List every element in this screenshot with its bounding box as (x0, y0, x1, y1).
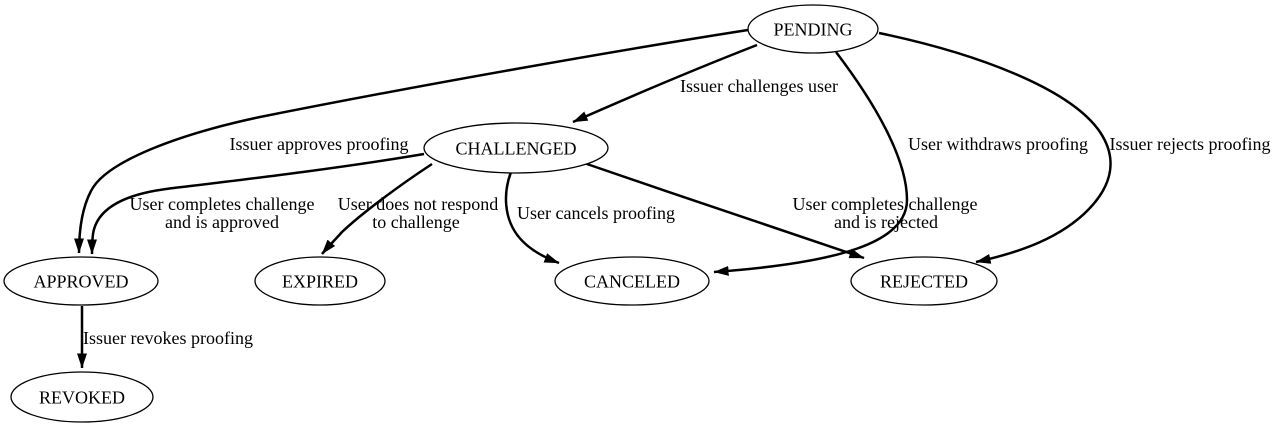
node-challenged-label: CHALLENGED (456, 139, 577, 159)
edge-pending-challenged (572, 43, 758, 124)
edge-label-approves: Issuer approves proofing (230, 134, 409, 154)
node-approved-label: APPROVED (33, 272, 128, 292)
node-expired-ellipse (254, 256, 386, 306)
edge-label-completes-approved-line1: User completes challenge (130, 194, 315, 214)
edge-label-completes-rejected-line1: User completes challenge (793, 194, 978, 214)
node-pending-label: PENDING (774, 20, 853, 40)
edges (74, 28, 1112, 369)
node-rejected-ellipse (850, 256, 998, 306)
edge-challenged-rejected (583, 161, 865, 260)
node-expired: EXPIRED (254, 256, 386, 306)
edge-pending-canceled (713, 51, 909, 276)
node-revoked: REVOKED (10, 371, 154, 423)
node-canceled-label: CANCELED (584, 272, 680, 292)
edge-label-no-response-line2: to challenge (372, 212, 459, 232)
edge-challenged-canceled (504, 171, 560, 265)
edge-label-revokes: Issuer revokes proofing (83, 328, 253, 348)
edge-challenged-approved (87, 152, 425, 255)
node-revoked-ellipse (10, 371, 154, 423)
edge-label-no-response-line1: User does not respond (338, 194, 498, 214)
edge-pending-rejected (878, 31, 1112, 264)
edge-label-completes-approved-line2: and is approved (165, 212, 279, 232)
node-challenged: CHALLENGED (423, 122, 609, 174)
node-approved-ellipse (3, 256, 159, 306)
node-expired-label: EXPIRED (282, 272, 358, 292)
edge-label-rejects: Issuer rejects proofing (1110, 134, 1271, 154)
edge-challenged-expired (321, 162, 433, 255)
edge-label-cancels: User cancels proofing (517, 203, 675, 223)
node-canceled-ellipse (554, 256, 710, 306)
edge-label-challenges: Issuer challenges user (680, 76, 838, 96)
nodes: PENDING CHALLENGED APPROVED EXPIRED CANC… (3, 4, 998, 423)
node-rejected: REJECTED (850, 256, 998, 306)
node-canceled: CANCELED (554, 256, 710, 306)
node-pending-ellipse (747, 4, 879, 54)
node-rejected-label: REJECTED (880, 272, 968, 292)
edge-pending-approved (74, 28, 749, 254)
edge-label-withdraws: User withdraws proofing (908, 134, 1088, 154)
edge-label-completes-rejected-line2: and is rejected (834, 212, 938, 232)
node-revoked-label: REVOKED (39, 388, 125, 408)
node-approved: APPROVED (3, 256, 159, 306)
node-challenged-ellipse (423, 122, 609, 174)
edge-labels: Issuer challenges user Issuer approves p… (83, 76, 1270, 348)
node-pending: PENDING (747, 4, 879, 54)
